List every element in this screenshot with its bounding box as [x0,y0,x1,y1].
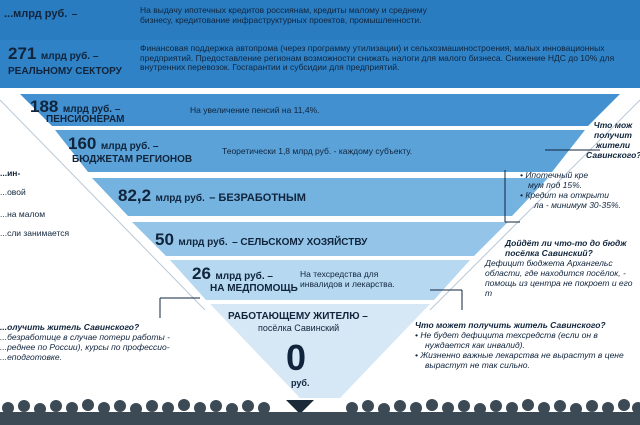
tier-6-label: НА МЕДПОМОЩЬ [210,283,298,294]
tier-band-2 [0,40,640,88]
tier-band-8 [210,304,430,398]
tier-2-amount: 188 млрд руб. – [30,97,121,116]
tier-0-amount: ...млрд руб. – [4,8,78,20]
worker-amount: 0 [286,337,307,378]
tier-0-description: На выдачу ипотечных кредитов россиянам, … [140,5,427,25]
tier-5-amount: 50 млрд руб. – СЕЛЬСКОМУ ХОЗЯЙСТВУ [155,230,368,249]
worker-unit: руб. [291,378,310,388]
worker-subtitle: посёлка Савинский [258,323,340,333]
left-notes-question: ...олучить житель Савинского? ...безрабо… [0,322,170,362]
tier-3-amount: 160 млрд руб. – [68,134,159,153]
right-notes-q2: Дойдёт ли что-то до бюдж посёлка Савинск… [485,238,633,298]
right-notes-q1-lines: • Ипотечный кре мум под 15%. • Кредит на… [520,170,621,210]
tier-6-amount: 26 млрд руб. – [192,264,273,283]
worker-title: РАБОТАЮЩЕМУ ЖИТЕЛЮ – [228,311,368,322]
tier-2-description: На увеличение пенсий на 11,4%. [190,105,320,115]
right-notes-q3: Что может получить житель Савинского? • … [415,320,624,370]
tier-band-1 [0,0,640,40]
crowd-silhouette [0,399,640,425]
tier-4-amount: 82,2 млрд руб. – БЕЗРАБОТНЫМ [118,186,306,205]
left-notes-top: ...ин- ...овой ...на малом ...сли занима… [0,168,70,238]
tier-band-3 [20,94,620,126]
tier-3-label: БЮДЖЕТАМ РЕГИОНОВ [72,154,193,165]
tier-6-description: На техсредства для инвалидов и лекарства… [300,269,395,289]
tier-2-label: ПЕНСИОНЕРАМ [46,114,125,125]
down-arrow-icon [286,400,314,414]
tier-1-amount: 271 млрд руб. – [8,44,99,63]
tier-1-label: РЕАЛЬНОМУ СЕКТОРУ [8,66,122,77]
tier-band-7 [170,260,470,300]
tier-band-5 [92,178,548,216]
tier-3-description: Теоретически 1,8 млрд руб. - каждому суб… [222,146,413,156]
tier-1-description: Финансовая поддержка автопрома (через пр… [140,43,615,72]
tier-band-6 [132,222,508,256]
tier-band-4 [55,130,585,172]
